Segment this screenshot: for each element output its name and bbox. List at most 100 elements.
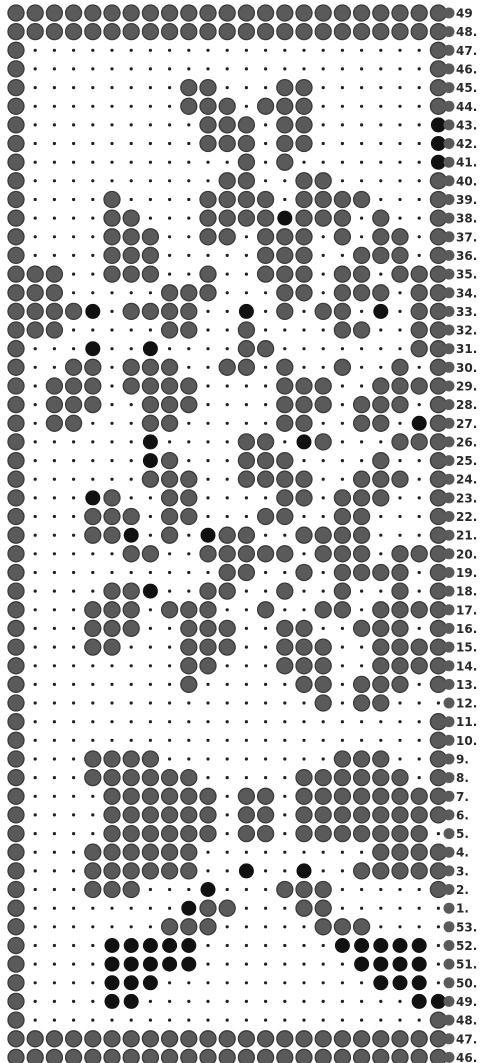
grid-dot [226, 944, 229, 947]
grid-dot [53, 813, 56, 816]
grid-dot [264, 67, 267, 70]
bead-filled [162, 453, 178, 469]
bead-filled [277, 136, 293, 152]
bead-dark [239, 863, 254, 878]
grid-dot [245, 925, 248, 928]
grid-dot [398, 907, 401, 910]
bead-filled [411, 826, 427, 842]
grid-dot [130, 291, 133, 294]
row-marker-bead [444, 530, 455, 541]
bead-filled [354, 247, 370, 263]
row-marker-bead [444, 119, 455, 130]
bead-filled [85, 639, 101, 655]
bead-dark [162, 957, 177, 972]
bead-filled [8, 285, 24, 301]
grid-dot [245, 963, 248, 966]
grid-dot [206, 478, 209, 481]
grid-dot [53, 851, 56, 854]
grid-dot [379, 105, 382, 108]
pattern-grid [8, 5, 446, 1063]
grid-dot [53, 67, 56, 70]
bead-filled [277, 546, 293, 562]
bead-filled [181, 303, 197, 319]
bead-filled [8, 788, 24, 804]
bead-filled [277, 247, 293, 263]
bead-filled [315, 546, 331, 562]
grid-dot [91, 590, 94, 593]
row-marker-bead [444, 847, 455, 858]
grid-dot [283, 963, 286, 966]
row-marker-bead [444, 45, 455, 56]
bead-filled [315, 658, 331, 674]
row-number-label: 3. [456, 864, 469, 878]
grid-dot [168, 198, 171, 201]
bead-filled [392, 844, 408, 860]
grid-dot [379, 67, 382, 70]
bead-filled [296, 565, 312, 581]
grid-dot [130, 496, 133, 499]
bead-filled [373, 1031, 389, 1047]
grid-dot [168, 273, 171, 276]
bead-filled [8, 434, 24, 450]
bead-filled [277, 154, 293, 170]
grid-dot [130, 142, 133, 145]
grid-dot [149, 217, 152, 220]
bead-filled [277, 1049, 293, 1063]
bead-filled [8, 509, 24, 525]
grid-dot [206, 459, 209, 462]
bead-filled [85, 844, 101, 860]
bead-filled [104, 24, 120, 40]
bead-filled [162, 303, 178, 319]
grid-dot [187, 590, 190, 593]
grid-dot [53, 907, 56, 910]
bead-filled [8, 61, 24, 77]
grid-dot [149, 328, 152, 331]
grid-dot [245, 981, 248, 984]
grid-dot [398, 123, 401, 126]
grid-dot [34, 683, 37, 686]
bead-filled [411, 266, 427, 282]
grid-dot [360, 981, 363, 984]
bead-filled [85, 509, 101, 525]
grid-dot [418, 86, 421, 89]
bead-filled [334, 303, 350, 319]
grid-dot [341, 664, 344, 667]
bead-filled [219, 900, 235, 916]
grid-dot [110, 310, 113, 313]
grid-dot [418, 925, 421, 928]
grid-dot [91, 739, 94, 742]
grid-dot [72, 49, 75, 52]
grid-dot [72, 981, 75, 984]
bead-filled [8, 1012, 24, 1028]
grid-dot [53, 683, 56, 686]
row-number-label: 23. [456, 491, 477, 505]
grid-dot [398, 459, 401, 462]
row-marker-bead [444, 175, 455, 186]
grid-dot [72, 590, 75, 593]
grid-dot [168, 67, 171, 70]
row-marker-bead [444, 362, 455, 373]
grid-dot [206, 683, 209, 686]
grid-dot [245, 1019, 248, 1022]
grid-dot [226, 440, 229, 443]
row-marker-bead [444, 250, 455, 261]
bead-filled [238, 359, 254, 375]
grid-dot [437, 701, 440, 704]
grid-dot [72, 963, 75, 966]
bead-filled [354, 5, 370, 21]
bead-filled [123, 229, 139, 245]
bead-filled [123, 583, 139, 599]
bead-filled [354, 770, 370, 786]
bead-filled [392, 676, 408, 692]
grid-dot [360, 459, 363, 462]
grid-dot [379, 1019, 382, 1022]
bead-filled [354, 788, 370, 804]
bead-filled [315, 434, 331, 450]
row-marker-bead [444, 586, 455, 597]
bead-dark [393, 938, 408, 953]
grid-dot [264, 310, 267, 313]
bead-filled [27, 285, 43, 301]
bead-filled [8, 117, 24, 133]
grid-dot [206, 1000, 209, 1003]
grid-dot [264, 627, 267, 630]
